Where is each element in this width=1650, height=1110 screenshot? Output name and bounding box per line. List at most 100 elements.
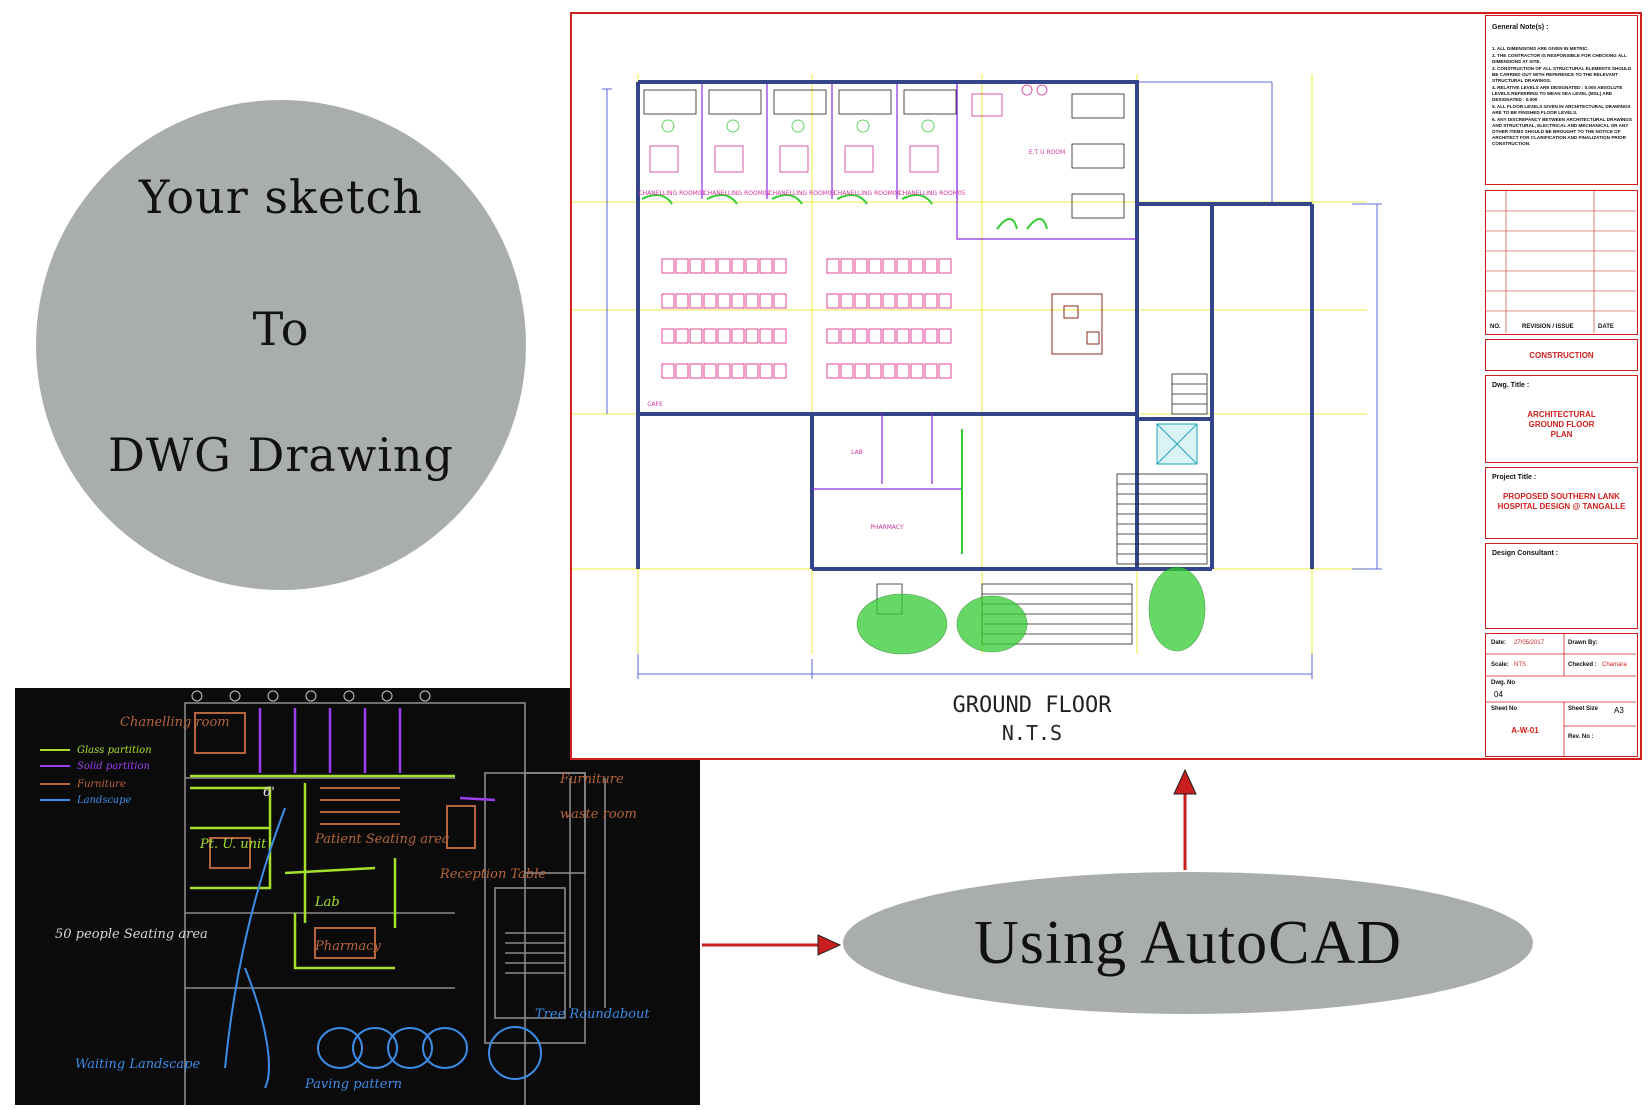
rev-no-header: NO. [1490, 324, 1501, 330]
rev-date-header: DATE [1598, 324, 1614, 330]
room-label-4: CHANELLING ROOM04 [833, 190, 900, 197]
sheet-info-grid [1486, 634, 1636, 756]
sketch-note-waiting: Waiting Landscape [75, 1057, 200, 1072]
sheet-info-box: Date: 27/05/2017 Drawn By: Scale: NTS Ch… [1485, 633, 1638, 757]
sketch-note-tree: Tree Roundabout [535, 1007, 650, 1022]
plan-title: GROUND FLOOR [953, 693, 1113, 718]
waiting-chair [745, 293, 759, 309]
waiting-chair [938, 293, 952, 309]
legend-landscape: Landscape [76, 795, 132, 806]
waiting-chair [689, 258, 703, 274]
waiting-chair [675, 328, 689, 344]
dwg-sheet [570, 12, 1642, 760]
consultant-box: Design Consultant : [1485, 543, 1638, 629]
waiting-chair [717, 258, 731, 274]
general-note: 6. ANY DISCREPANCY BETWEEN ARCHITECTURAL… [1492, 117, 1632, 146]
sketch-note-furniture: Furniture [559, 772, 624, 787]
waiting-chair [910, 328, 924, 344]
room-label-pharmacy: PHARMACY [870, 524, 904, 531]
sketch-note-ptu: Pt. U. unit [199, 837, 267, 852]
sketch-note-paving: Paving pattern [304, 1077, 402, 1092]
revision-table: NO. REVISION / ISSUE DATE [1485, 190, 1638, 335]
waiting-chair [910, 293, 924, 309]
rev-label: Rev. No : [1568, 734, 1594, 740]
waiting-chair [840, 328, 854, 344]
waiting-chair [689, 328, 703, 344]
waiting-chair [924, 293, 938, 309]
up-arrow-icon [1173, 768, 1197, 870]
dwg-title-label: Dwg. Title : [1492, 382, 1530, 389]
sketch-note-chanelling: Chanelling room [120, 715, 230, 730]
waiting-chair [826, 363, 840, 379]
waiting-chair [840, 258, 854, 274]
status-box: CONSTRUCTION [1485, 339, 1638, 371]
status-text: CONSTRUCTION [1529, 350, 1594, 360]
dwg-no-value: 04 [1494, 690, 1503, 699]
waiting-chair [854, 258, 868, 274]
waiting-chair [896, 293, 910, 309]
consultant-label: Design Consultant : [1492, 550, 1559, 557]
waiting-chair [826, 293, 840, 309]
dwg-title-line-3: PLAN [1550, 430, 1573, 439]
waiting-chair [854, 363, 868, 379]
waiting-chair [661, 293, 675, 309]
project-title-box: Project Title : PROPOSED SOUTHERN LANK H… [1485, 467, 1638, 539]
checked-label: Checked : [1568, 662, 1597, 668]
waiting-chair [868, 363, 882, 379]
waiting-chair [703, 258, 717, 274]
waiting-chair [868, 328, 882, 344]
waiting-chair [745, 328, 759, 344]
room-label-5: CHANELLING ROOM05 [898, 190, 965, 197]
waiting-chair [689, 363, 703, 379]
waiting-chair [731, 293, 745, 309]
waiting-chair [868, 258, 882, 274]
waiting-chair [910, 258, 924, 274]
waiting-chair [731, 258, 745, 274]
using-autocad-oval: Using AutoCAD [843, 872, 1533, 1014]
sketch-note-reception: Reception Table [439, 867, 546, 882]
rev-issue-header: REVISION / ISSUE [1522, 324, 1574, 330]
waiting-chair [882, 293, 896, 309]
waiting-chair [703, 328, 717, 344]
waiting-chair [759, 293, 773, 309]
general-note: 3. CONSTRUCTION OF ALL STRUCTURAL ELEMEN… [1492, 66, 1632, 83]
oval-text: Using AutoCAD [973, 908, 1403, 977]
scale-value: NTS [1514, 662, 1526, 668]
sketch-note-pharmacy: Pharmacy [314, 939, 381, 954]
waiting-chair [759, 328, 773, 344]
waiting-chair [882, 328, 896, 344]
sheet-no-label: Sheet No [1491, 706, 1518, 712]
circle-line-2: To [252, 302, 310, 356]
sheet-size-label: Sheet Size [1568, 706, 1599, 712]
waiting-chair [661, 363, 675, 379]
waiting-chair [745, 258, 759, 274]
waiting-chair [773, 363, 787, 379]
room-label-lab: LAB [851, 449, 863, 456]
waiting-chair [896, 328, 910, 344]
waiting-chair [675, 363, 689, 379]
checked-value: Chamara [1602, 662, 1627, 668]
waiting-chair [882, 363, 896, 379]
general-notes-list: 1. ALL DIMENSIONS ARE GIVEN IN METRIC. 2… [1492, 46, 1632, 148]
waiting-chair [896, 363, 910, 379]
floor-plan: CHANELLING ROOM01 CHANELLING ROOM02 CHAN… [572, 74, 1382, 745]
waiting-chair [773, 293, 787, 309]
waiting-chair [882, 258, 896, 274]
waiting-chair [661, 258, 675, 274]
project-title-line-1: PROPOSED SOUTHERN LANK [1503, 492, 1620, 501]
waiting-chair [717, 293, 731, 309]
general-note: 5. ALL FLOOR LEVELS GIVEN IN ARCHITECTUR… [1492, 104, 1631, 115]
dwg-no-label: Dwg. No [1491, 680, 1515, 686]
waiting-chair [854, 293, 868, 309]
dwg-title-box: Dwg. Title : ARCHITECTURAL GROUND FLOOR … [1485, 375, 1638, 463]
waiting-chair [731, 328, 745, 344]
waiting-chair [661, 328, 675, 344]
sheet-no-value: A-W-01 [1511, 726, 1539, 735]
sketch-note-seating: Patient Seating area [314, 832, 450, 847]
legend-solid: Solid partition [77, 761, 150, 772]
date-label: Date: [1491, 640, 1507, 646]
waiting-chair [689, 293, 703, 309]
waiting-chair [938, 328, 952, 344]
plan-scale: N.T.S [1002, 721, 1062, 745]
waiting-chair [938, 258, 952, 274]
